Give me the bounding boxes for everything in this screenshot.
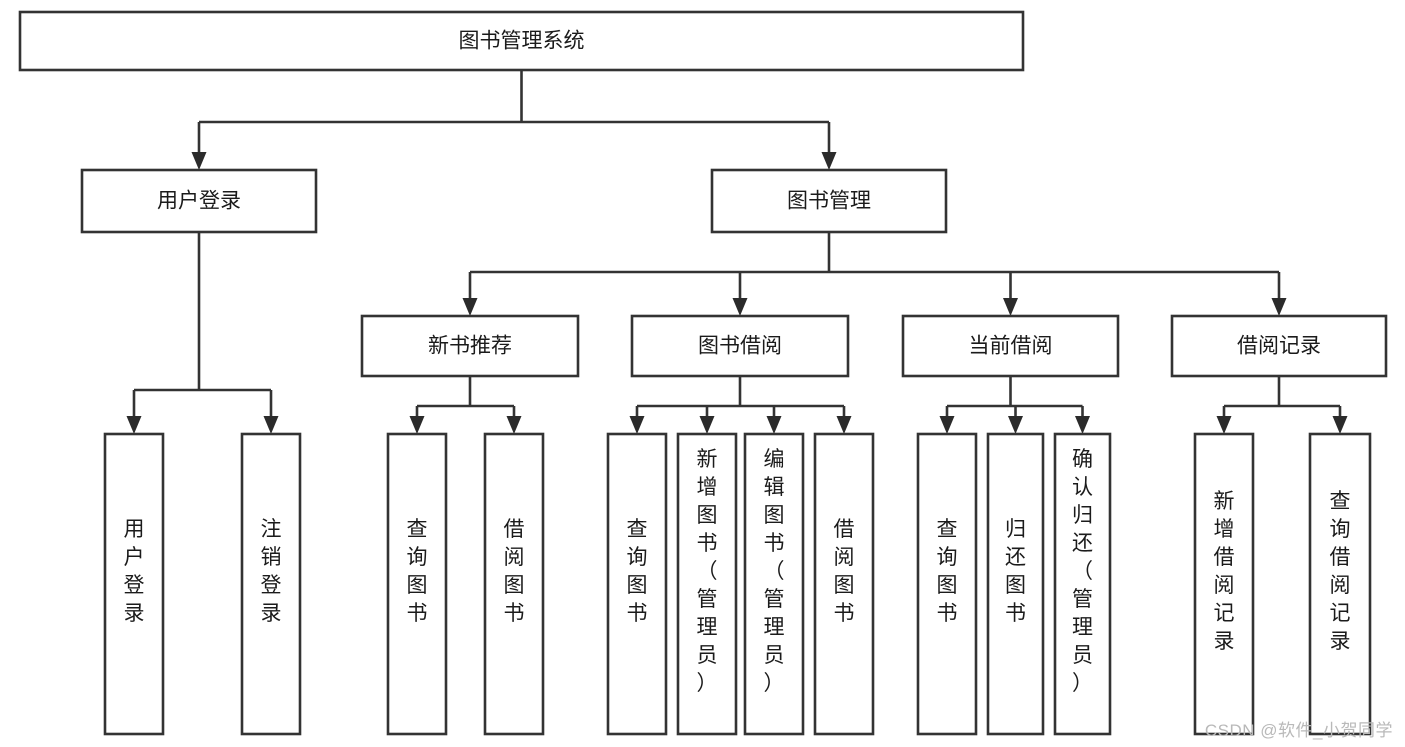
arrow-head-leaf-query-book-borrow [629, 416, 645, 434]
arrow-head-leaf-query-borrow-record [1332, 416, 1348, 434]
arrow-head-leaf-edit-book-admin [766, 416, 782, 434]
node-label-leaf-query-book-borrow: 查询图书 [627, 518, 648, 625]
node-root[interactable]: 图书管理系统 [18, 10, 1025, 72]
connectors-layer [126, 70, 1348, 434]
node-box-leaf-logout-login [240, 432, 302, 736]
node-box-leaf-query-book-borrow [606, 432, 668, 736]
node-leaf-query-book-recommend[interactable]: 查询图书 [386, 432, 448, 736]
node-leaf-add-borrow-record[interactable]: 新增借阅记录 [1193, 432, 1255, 736]
node-leaf-add-book-admin[interactable]: 新增图书（管理员） [676, 432, 738, 736]
node-leaf-borrow-book[interactable]: 借阅图书 [813, 432, 875, 736]
node-label-leaf-query-book-current: 查询图书 [937, 518, 958, 625]
node-borrow-record[interactable]: 借阅记录 [1170, 314, 1388, 378]
node-label-leaf-logout-login: 注销登录 [261, 518, 282, 625]
arrow-head-new-book-recommend [462, 298, 478, 316]
node-box-leaf-edit-book-admin [743, 432, 805, 736]
arrow-head-book-management [821, 152, 837, 170]
arrow-head-leaf-query-book-recommend [409, 416, 425, 434]
arrow-head-current-borrow [1003, 298, 1018, 316]
node-new-book-recommend[interactable]: 新书推荐 [360, 314, 580, 378]
node-leaf-user-login[interactable]: 用户登录 [103, 432, 165, 736]
node-leaf-query-borrow-record[interactable]: 查询借阅记录 [1308, 432, 1372, 736]
node-label-leaf-borrow-book-recommend: 借阅图书 [504, 518, 525, 625]
node-box-leaf-borrow-book-recommend [483, 432, 545, 736]
node-label-current-borrow: 当前借阅 [969, 335, 1053, 358]
node-label-leaf-query-book-recommend: 查询图书 [407, 518, 428, 625]
node-leaf-logout-login[interactable]: 注销登录 [240, 432, 302, 736]
node-book-management[interactable]: 图书管理 [710, 168, 948, 234]
node-label-leaf-confirm-return-admin: 确认归还（管理员） [1072, 448, 1093, 695]
node-leaf-return-book[interactable]: 归还图书 [986, 432, 1045, 736]
node-leaf-query-book-borrow[interactable]: 查询图书 [606, 432, 668, 736]
node-box-leaf-query-book-recommend [386, 432, 448, 736]
node-leaf-edit-book-admin[interactable]: 编辑图书（管理员） [743, 432, 805, 736]
node-box-leaf-query-book-current [916, 432, 978, 736]
nodes-layer: 图书管理系统用户登录图书管理新书推荐图书借阅当前借阅借阅记录用户登录注销登录查询… [18, 10, 1388, 736]
node-box-borrow-record [1170, 314, 1388, 378]
node-box-root [18, 10, 1025, 72]
node-box-book-management [710, 168, 948, 234]
node-label-user-login: 用户登录 [157, 190, 241, 213]
arrow-head-user-login [191, 152, 207, 170]
node-box-new-book-recommend [360, 314, 580, 378]
node-label-leaf-edit-book-admin: 编辑图书（管理员） [764, 448, 785, 695]
node-label-leaf-return-book: 归还图书 [1005, 518, 1026, 625]
node-label-leaf-add-book-admin: 新增图书（管理员） [697, 448, 718, 695]
arrow-head-book-borrow [732, 298, 748, 316]
node-box-current-borrow [901, 314, 1120, 378]
node-current-borrow[interactable]: 当前借阅 [901, 314, 1120, 378]
node-label-book-borrow: 图书借阅 [698, 335, 782, 358]
arrow-head-leaf-add-book-admin [699, 416, 715, 434]
node-user-login[interactable]: 用户登录 [80, 168, 318, 234]
node-label-leaf-query-borrow-record: 查询借阅记录 [1330, 490, 1351, 653]
arrow-head-leaf-user-login [126, 416, 142, 434]
node-box-leaf-query-borrow-record [1308, 432, 1372, 736]
node-box-leaf-add-borrow-record [1193, 432, 1255, 736]
node-box-leaf-user-login [103, 432, 165, 736]
node-box-book-borrow [630, 314, 850, 378]
node-box-leaf-borrow-book [813, 432, 875, 736]
watermark-text: CSDN @软件_小贺同学 [1204, 721, 1393, 740]
node-label-new-book-recommend: 新书推荐 [428, 335, 512, 358]
node-label-leaf-user-login: 用户登录 [124, 518, 145, 625]
arrow-head-leaf-borrow-book [836, 416, 852, 434]
arrow-head-leaf-confirm-return-admin [1075, 416, 1090, 434]
node-leaf-borrow-book-recommend[interactable]: 借阅图书 [483, 432, 545, 736]
node-label-leaf-borrow-book: 借阅图书 [834, 518, 855, 625]
arrow-head-leaf-logout-login [263, 416, 279, 434]
node-label-book-management: 图书管理 [787, 190, 871, 213]
node-label-borrow-record: 借阅记录 [1237, 335, 1321, 358]
arrow-head-leaf-borrow-book-recommend [506, 416, 522, 434]
node-label-leaf-add-borrow-record: 新增借阅记录 [1214, 490, 1235, 653]
arrow-head-leaf-query-book-current [939, 416, 955, 434]
arrow-head-leaf-return-book [1008, 416, 1023, 434]
node-label-root: 图书管理系统 [459, 30, 585, 53]
node-box-leaf-add-book-admin [676, 432, 738, 736]
node-leaf-query-book-current[interactable]: 查询图书 [916, 432, 978, 736]
node-box-user-login [80, 168, 318, 234]
node-leaf-confirm-return-admin[interactable]: 确认归还（管理员） [1053, 432, 1112, 736]
arrow-head-borrow-record [1271, 298, 1287, 316]
node-book-borrow[interactable]: 图书借阅 [630, 314, 850, 378]
node-box-leaf-return-book [986, 432, 1045, 736]
node-box-leaf-confirm-return-admin [1053, 432, 1112, 736]
arrow-head-leaf-add-borrow-record [1216, 416, 1232, 434]
